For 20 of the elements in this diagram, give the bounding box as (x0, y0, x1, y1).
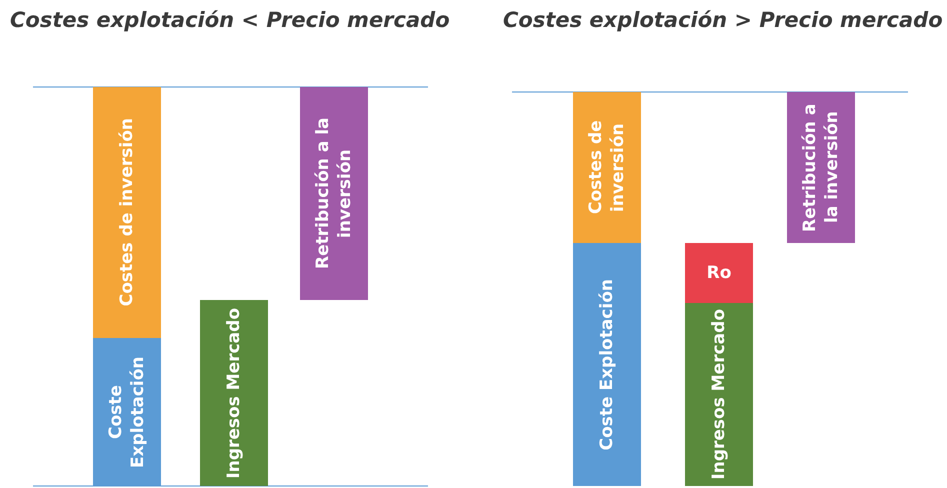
bar-segment (787, 92, 855, 243)
bar-label: Costes de inversión (585, 120, 629, 216)
bar-segment (573, 92, 641, 243)
bar-label: Ro (706, 262, 732, 284)
panel-heading: Costes explotación > Precio mercado (503, 8, 943, 32)
bar-segment (200, 300, 268, 486)
bar-segment (685, 303, 753, 486)
bar-segment (685, 243, 753, 303)
bar-label: Costes de inversión (116, 118, 138, 307)
bar-label: Ingresos Mercado (708, 309, 730, 480)
bar-segment (93, 338, 161, 486)
bar-label: Retribución a la inversión (799, 102, 843, 234)
bar-label: Ingresos Mercado (223, 308, 245, 478)
bar-segment (93, 87, 161, 338)
bar-label: Coste Explotación (105, 355, 149, 470)
bar-label: Coste Explotación (596, 278, 618, 450)
bar-segment (300, 87, 368, 300)
panel-heading: Costes explotación < Precio mercado (10, 8, 450, 32)
bar-label: Retribución a la inversión (312, 116, 356, 272)
bar-segment (573, 243, 641, 486)
